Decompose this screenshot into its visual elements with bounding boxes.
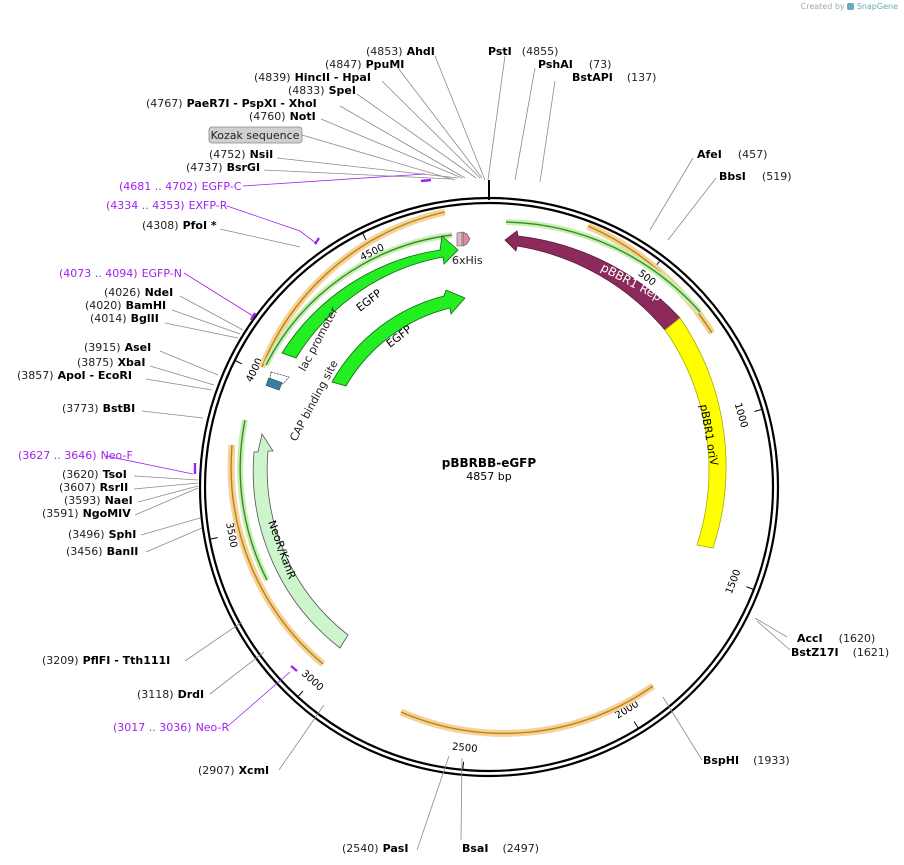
feature-cap-binding-site[interactable] <box>265 377 283 391</box>
tick-mark <box>754 408 763 412</box>
site-paer7i-pspxi-xhoi: (4767)PaeR7I - PspXI - XhoI <box>146 97 317 110</box>
primer-labels: (4681 .. 4702)EGFP-C (4334 .. 4353)EXFP-… <box>18 180 242 734</box>
feature-egfp-2[interactable] <box>331 289 466 387</box>
tick-mark <box>297 690 304 698</box>
site-noti: (4760)NotI <box>249 110 316 123</box>
site-apoi-ecori: (3857)ApoI - EcoRI <box>17 369 132 382</box>
feature-label: CAP binding site <box>287 358 341 444</box>
site-labels: (4853)AhdI PstI(4855) (4847)PpuMI PshAI(… <box>17 45 889 855</box>
plasmid-name: pBBRBB-eGFP <box>442 456 537 470</box>
site-pasi: (2540)PasI <box>342 842 408 855</box>
credit-brand: SnapGene <box>856 2 898 11</box>
tick-label: 3000 <box>299 668 325 693</box>
site-bstbi: (3773)BstBI <box>62 402 135 415</box>
snapgene-logo-icon <box>847 3 855 10</box>
site-leaders <box>133 55 791 851</box>
backbone-inner-ring <box>203 201 775 773</box>
primer-marks <box>193 178 432 672</box>
tick-mark <box>209 537 218 540</box>
site-tsoi: (3620)TsoI <box>62 468 127 481</box>
site-pshai: PshAI(73) <box>538 58 611 71</box>
green-arrows <box>237 219 703 582</box>
credit-prefix: Created by <box>800 2 845 11</box>
tick-mark <box>746 586 754 591</box>
site-drdi: (3118)DrdI <box>137 688 204 701</box>
site-xbai: (3875)XbaI <box>77 356 145 369</box>
primer-egfp-n: (4073 .. 4094)EGFP-N <box>59 267 182 280</box>
site-ndei: (4026)NdeI <box>104 286 173 299</box>
orf-arcs <box>227 208 715 737</box>
primer-neo-f: (3627 .. 3646)Neo-F <box>18 449 133 462</box>
site-bamhi: (4020)BamHI <box>85 299 166 312</box>
tick-mark <box>462 761 465 770</box>
site-bsphi: BspHI(1933) <box>703 754 790 767</box>
tick-label: 1500 <box>724 568 743 596</box>
site-bstz17i: BstZ17I(1621) <box>791 646 889 659</box>
feature-neor-kanr[interactable] <box>252 432 349 649</box>
site-pflfi-tth111i: (3209)PflFI - Tth111I <box>42 654 170 667</box>
site-asei: (3915)AseI <box>84 341 151 354</box>
site-spei: (4833)SpeI <box>288 84 356 97</box>
site-hincii-hpai: (4839)HincII - HpaI <box>254 71 371 84</box>
primer-egfp-c: (4681 .. 4702)EGFP-C <box>119 180 242 193</box>
feature-6xhis-arrow[interactable] <box>462 231 471 247</box>
site-bsai: BsaI(2497) <box>462 842 539 855</box>
feature-label: 6xHis <box>452 254 483 267</box>
site-bbsi: BbsI(519) <box>719 170 792 183</box>
site-ahdi: (4853)AhdI <box>366 45 435 58</box>
tick-label: 1000 <box>732 402 750 429</box>
site-bsrgi: (4737)BsrGI <box>186 161 260 174</box>
site-pfoi: (4308)PfoI * <box>142 219 217 232</box>
tick-label: 3500 <box>223 522 238 549</box>
primer-exfp-r: (4334 .. 4353)EXFP-R <box>106 199 228 212</box>
tick-mark <box>362 232 367 241</box>
backbone-outer-ring <box>198 196 780 778</box>
site-nsii: (4752)NsiI <box>209 148 273 161</box>
tick-mark <box>633 721 639 729</box>
plasmid-length: 4857 bp <box>466 470 511 483</box>
primer-leaders <box>105 173 426 727</box>
feature-pbbr1-oriv[interactable] <box>664 317 727 549</box>
snapgene-credit: Created by SnapGene <box>801 2 898 11</box>
site-banii: (3456)BanII <box>66 545 138 558</box>
kozak-callout[interactable]: Kozak sequence <box>208 126 456 181</box>
site-rsrii: (3607)RsrII <box>59 481 128 494</box>
kozak-label: Kozak sequence <box>211 129 300 142</box>
primer-neo-r: (3017 .. 3036)Neo-R <box>113 721 229 734</box>
tick-label: 2500 <box>452 742 478 755</box>
site-naei: (3593)NaeI <box>64 494 133 507</box>
site-bstapi: BstAPI(137) <box>572 71 656 84</box>
site-bglii: (4014)BglII <box>90 312 159 325</box>
feature-6xhis[interactable] <box>456 231 463 247</box>
site-ngomiv: (3591)NgoMIV <box>42 507 131 520</box>
site-ppumi: (4847)PpuMI <box>325 58 404 71</box>
site-acci: AccI(1620) <box>797 632 875 645</box>
feature-egfp-1[interactable] <box>281 235 459 359</box>
site-psti: PstI(4855) <box>488 45 558 58</box>
site-sphi: (3496)SphI <box>68 528 136 541</box>
tick-mark <box>234 359 243 365</box>
site-xcmi: (2907)XcmI <box>198 764 269 777</box>
site-afei: AfeI(457) <box>697 148 767 161</box>
